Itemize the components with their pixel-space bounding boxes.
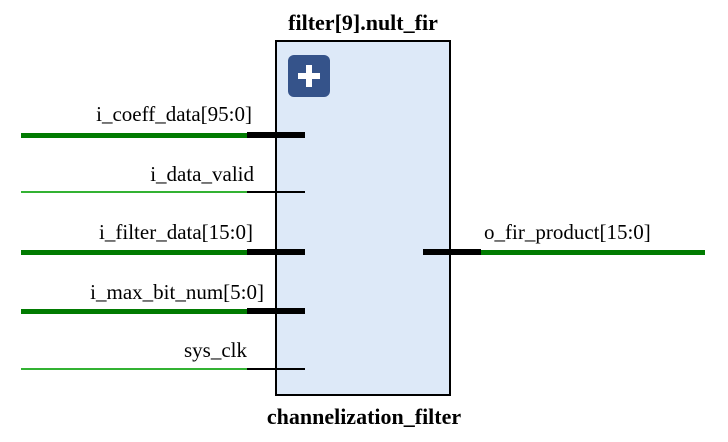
expand-button[interactable]	[288, 55, 330, 97]
port-pin	[247, 368, 305, 370]
port-label: i_filter_data[15:0]	[99, 220, 253, 244]
port-pin	[247, 249, 305, 255]
wire	[21, 250, 247, 255]
wire	[481, 250, 705, 255]
wire	[21, 368, 247, 370]
instance-name: filter[9].nult_fir	[288, 10, 438, 35]
port-label: i_coeff_data[95:0]	[96, 102, 252, 126]
port-label: i_data_valid	[150, 162, 254, 186]
wire	[21, 309, 247, 314]
port-label: i_max_bit_num[5:0]	[90, 280, 264, 304]
port-pin	[247, 132, 305, 138]
port-pin	[423, 249, 481, 255]
module-block[interactable]	[275, 40, 451, 396]
wire	[21, 191, 247, 193]
port-pin	[247, 191, 305, 193]
port-label: sys_clk	[184, 338, 247, 362]
port-pin	[247, 308, 305, 314]
port-label: o_fir_product[15:0]	[484, 220, 651, 244]
module-name: channelization_filter	[266, 404, 462, 429]
wire	[21, 133, 247, 138]
